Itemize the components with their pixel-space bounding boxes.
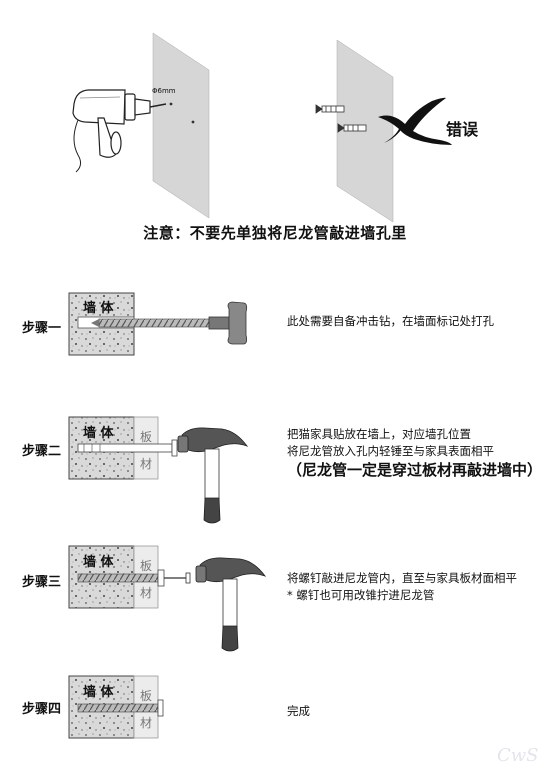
step1-line-1: 此处需要自备冲击钻，在墙面标记处打孔	[287, 314, 494, 328]
step2-emphasis: （尼龙管一定是穿过板材再敲进墙中）	[287, 461, 543, 479]
step-label-1: 步骤一	[22, 321, 62, 336]
hammer-icon	[177, 427, 249, 524]
drill-size-label: Φ6mm	[152, 87, 176, 95]
drill-scene	[72, 32, 210, 219]
drill-bit-icon	[91, 301, 248, 345]
hammer-icon	[195, 557, 267, 652]
watermark: CwS	[497, 745, 539, 766]
wall-label: 墙 体	[83, 425, 115, 441]
step3-illustration: 墙 体 板 材	[68, 545, 267, 652]
step4-line-1: 完成	[287, 704, 310, 718]
step2-line-2: 将尼龙管放入孔内轻锤至与家具表面相平	[287, 444, 494, 458]
installed-screw	[77, 703, 159, 713]
step-description-3: 将螺钉敲进尼龙管内，直至与家具板材面相平 * 螺钉也可用改锥拧进尼龙管	[287, 570, 517, 604]
drill-mark-2	[191, 120, 195, 124]
step-description-4: 完成	[287, 703, 310, 720]
step-description-2: 把猫家具贴放在墙上，对应墙孔位置 将尼龙管放入孔内轻锤至与家具表面相平 （尼龙管…	[287, 426, 542, 479]
wall-label: 墙 体	[83, 554, 115, 570]
wall-panel-left	[152, 32, 210, 219]
wall-label: 墙 体	[83, 300, 115, 316]
drill-mark-1	[169, 102, 173, 106]
board-label-top: 板	[140, 689, 152, 703]
wall-label: 墙 体	[83, 684, 115, 700]
board-label-bottom: 材	[140, 716, 152, 730]
wrong-scene	[315, 39, 452, 223]
step-description-1: 此处需要自备冲击钻，在墙面标记处打孔	[287, 313, 494, 330]
screw-thread	[77, 573, 159, 583]
wrong-label: 错误	[446, 120, 479, 139]
step2-illustration: 墙 体 板 材	[68, 416, 249, 524]
step-label-2: 步骤二	[22, 444, 62, 459]
step-label-3: 步骤三	[22, 575, 62, 590]
board-label-bottom: 材	[140, 457, 152, 471]
anchor-icon-1	[315, 104, 345, 114]
step-label-4: 步骤四	[22, 702, 62, 717]
step1-illustration: 墙 体	[68, 292, 248, 356]
anchor-icon-2	[337, 123, 367, 133]
board-label-top: 板	[140, 430, 152, 444]
warning-note: 注意：不要先单独将尼龙管敲进墙孔里	[143, 224, 407, 242]
board-label-top: 板	[140, 559, 152, 573]
wrong-x-icon	[378, 97, 452, 145]
step3-line-1: 将螺钉敲进尼龙管内，直至与家具板材面相平	[287, 571, 517, 585]
step3-line-2: * 螺钉也可用改锥拧进尼龙管	[287, 588, 435, 602]
drill-icon	[72, 89, 167, 173]
step2-line-1: 把猫家具贴放在墙上，对应墙孔位置	[287, 427, 471, 441]
board-label-bottom: 材	[140, 586, 152, 600]
step4-illustration: 墙 体 板 材	[68, 675, 164, 739]
